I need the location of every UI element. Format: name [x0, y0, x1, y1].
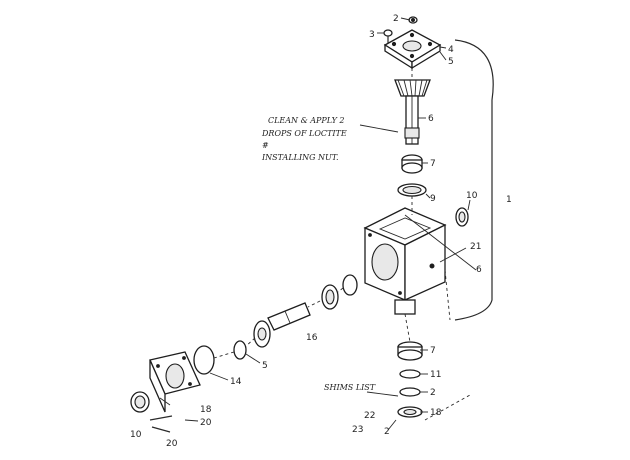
- bolt-part-3: [383, 29, 393, 43]
- leader-lines: [159, 17, 477, 431]
- callout-22: 22: [364, 411, 375, 421]
- seal-ring-near-housing: [342, 274, 358, 296]
- shim-part-2-lower: [399, 387, 421, 397]
- callout-21: 21: [470, 242, 481, 252]
- callout-18: 18: [200, 405, 212, 415]
- callout-14: 14: [230, 377, 242, 387]
- end-cover-flange: [149, 351, 201, 413]
- bearing-cup-part-9: [397, 183, 427, 197]
- lower-nut: [397, 406, 423, 418]
- callout-5-lower: 5: [262, 361, 268, 371]
- pinion-shaft-part-6: [404, 95, 420, 145]
- shims-note: SHIMS LIST: [324, 383, 376, 392]
- bearing-part-7-bottom: [397, 341, 423, 361]
- callout-3: 3: [369, 30, 375, 40]
- note-line-2: DROPS OF LOCTITE: [261, 129, 347, 138]
- seal-part-10: [455, 207, 469, 227]
- bevel-gear-horizontal: [253, 320, 271, 348]
- callout-6-shaft: 6: [428, 114, 434, 124]
- loctite-note: CLEAN & APPLY 2 DROPS OF LOCTITE # INSTA…: [261, 116, 347, 162]
- callout-8-bottom: 18: [430, 408, 442, 418]
- callout-10-seal: 10: [466, 191, 478, 201]
- top-cap-plate: [383, 29, 442, 70]
- callout-7-top: 7: [430, 159, 436, 169]
- note-line-3: #: [262, 141, 269, 150]
- callout-9: 9: [430, 194, 436, 204]
- bearing-ring-horizontal: [321, 284, 339, 310]
- callout-5-top: 5: [448, 57, 454, 67]
- callout-10-lower: 10: [130, 430, 142, 440]
- callout-2-bottom: 2: [430, 388, 436, 398]
- callout-6-housing: 6: [476, 265, 482, 275]
- stud-bolts: [149, 415, 173, 433]
- shim-part-11: [399, 369, 421, 379]
- note-line-1: CLEAN & APPLY 2: [268, 116, 345, 125]
- callout-7-bottom: 7: [430, 346, 436, 356]
- construction-lines: [213, 68, 471, 421]
- callout-11: 11: [430, 370, 441, 380]
- input-shaft: [267, 302, 311, 331]
- callout-1: 1: [506, 195, 512, 205]
- callout-23: 23: [352, 425, 363, 435]
- bearing-part-5: [233, 340, 247, 360]
- gearbox-housing: [363, 207, 447, 315]
- bevel-pinion-gear: [394, 79, 431, 97]
- oil-seal-part-18: [130, 391, 150, 413]
- callout-16: 16: [306, 333, 318, 343]
- callout-20-lower: 20: [166, 439, 178, 449]
- gasket-part-14: [193, 345, 215, 375]
- callout-24: 2: [384, 427, 390, 437]
- callout-2-top: 2: [393, 14, 399, 24]
- note-line-4: INSTALLING NUT.: [261, 153, 338, 162]
- bearing-part-7-top: [401, 154, 423, 174]
- nut-part-2: [408, 16, 418, 24]
- callout-20: 20: [200, 418, 212, 428]
- assembly-bracket-1: [454, 39, 494, 321]
- callout-4: 4: [448, 45, 454, 55]
